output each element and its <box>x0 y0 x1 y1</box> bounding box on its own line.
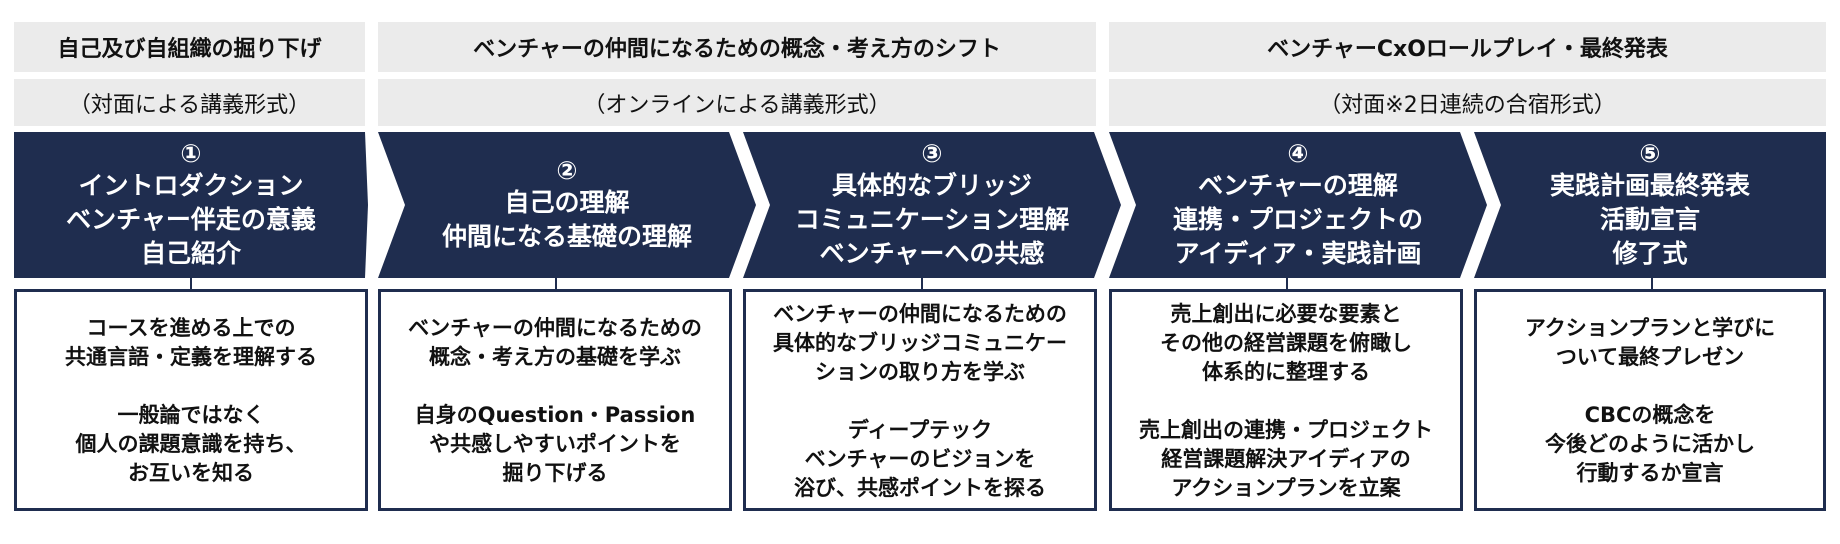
step-5-line-1: 実践計画最終発表 <box>1549 171 1750 200</box>
desc-text: 個人の課題意識を持ち、 <box>75 432 307 456</box>
desc-text: や共感しやすいポイントを <box>429 432 681 456</box>
step-4-description: 売上創出に必要な要素と その他の経営課題を俯瞰し 体系的に整理する 売上創出の連… <box>1109 289 1463 511</box>
connector-4 <box>1286 278 1288 289</box>
step-4-line-1: ベンチャーの理解 <box>1198 171 1398 200</box>
desc-text: 浴び、共感ポイントを探る <box>794 476 1046 500</box>
step-1-box: ① イントロダクション ベンチャー伴走の意義 自己紹介 <box>14 132 368 278</box>
connector-5 <box>1651 278 1653 289</box>
desc-text: 売上創出の連携・プロジェクト <box>1139 418 1433 442</box>
step-5-line-2: 活動宣言 <box>1599 205 1700 234</box>
step-4-line-2: 連携・プロジェクトの <box>1172 205 1423 234</box>
desc-text: CBCの概念を <box>1584 403 1716 427</box>
connector-3 <box>921 278 923 289</box>
step-2-box: ② 自己の理解 仲間になる基礎の理解 <box>378 132 756 278</box>
step-3-line-2: コミュニケーション理解 <box>794 205 1070 234</box>
desc-text: アクションプランと学びに <box>1524 316 1776 340</box>
step-1-description: コースを進める上での 共通言語・定義を理解する 一般論ではなく 個人の課題意識を… <box>14 289 368 511</box>
step-5-box: ⑤ 実践計画最終発表 活動宣言 修了式 <box>1474 132 1826 278</box>
phase-2-format: （オンラインによる講義形式） <box>378 79 1096 126</box>
phase-2-title: ベンチャーの仲間になるための概念・考え方のシフト <box>378 22 1096 72</box>
step-1-line-2: ベンチャー伴走の意義 <box>66 205 316 234</box>
step-5-line-3: 修了式 <box>1612 239 1688 268</box>
desc-text: 売上創出に必要な要素と <box>1170 302 1402 326</box>
desc-text: ベンチャーのビジョンを <box>804 447 1036 471</box>
desc-text: 概念・考え方の基礎を学ぶ <box>429 345 681 369</box>
step-5-number: ⑤ <box>1639 139 1661 168</box>
desc-text: 一般論ではなく <box>117 403 265 427</box>
phase-3-title: ベンチャーCxOロールプレイ・最終発表 <box>1109 22 1826 72</box>
desc-text: コースを進める上での <box>86 316 296 340</box>
desc-text: その他の経営課題を俯瞰し <box>1160 331 1412 355</box>
step-3-description: ベンチャーの仲間になるための 具体的なブリッジコミュニケー ションの取り方を学ぶ… <box>743 289 1097 511</box>
step-1-number: ① <box>180 139 202 168</box>
step-4-box: ④ ベンチャーの理解 連携・プロジェクトの アイディア・実践計画 <box>1109 132 1487 278</box>
desc-text: 今後どのように活かし <box>1545 432 1755 456</box>
step-1-line-1: イントロダクション <box>78 171 304 200</box>
phase-3-format: （対面※2日連続の合宿形式） <box>1109 79 1826 126</box>
step-3-line-1: 具体的なブリッジ <box>831 171 1032 200</box>
connector-2 <box>555 278 557 289</box>
desc-text: 自身のQuestion・Passion <box>414 403 696 427</box>
phase-1-format: （対面による講義形式） <box>14 79 365 126</box>
step-4-number: ④ <box>1287 139 1309 168</box>
desc-text: 行動するか宣言 <box>1576 461 1724 485</box>
desc-text: ションの取り方を学ぶ <box>815 360 1025 384</box>
desc-text: 具体的なブリッジコミュニケー <box>773 331 1067 355</box>
step-2-description: ベンチャーの仲間になるための 概念・考え方の基礎を学ぶ 自身のQuestion・… <box>378 289 732 511</box>
desc-text: 共通言語・定義を理解する <box>65 345 317 369</box>
desc-text: ついて最終プレゼン <box>1555 345 1745 369</box>
desc-text: ディープテック <box>847 418 993 442</box>
desc-text: ベンチャーの仲間になるための <box>773 302 1067 326</box>
desc-text: ベンチャーの仲間になるための <box>408 316 702 340</box>
desc-text: アクションプランを立案 <box>1171 476 1401 500</box>
step-2-line-2: 仲間になる基礎の理解 <box>441 222 692 251</box>
desc-text: お互いを知る <box>128 461 254 485</box>
step-5-description: アクションプランと学びに ついて最終プレゼン CBCの概念を 今後どのように活か… <box>1474 289 1826 511</box>
step-4-line-3: アイディア・実践計画 <box>1174 239 1422 268</box>
desc-text: 掘り下げる <box>502 461 608 485</box>
step-3-box: ③ 具体的なブリッジ コミュニケーション理解 ベンチャーへの共感 <box>743 132 1121 278</box>
phase-1-title: 自己及び自組織の掘り下げ <box>14 22 365 72</box>
desc-text: 体系的に整理する <box>1202 360 1370 384</box>
connector-1 <box>190 278 192 289</box>
desc-text: 経営課題解決アイディアの <box>1161 447 1411 471</box>
step-1-line-3: 自己紹介 <box>140 239 241 268</box>
step-2-number: ② <box>556 156 578 185</box>
step-2-line-1: 自己の理解 <box>504 188 630 217</box>
step-3-line-3: ベンチャーへの共感 <box>819 239 1045 268</box>
step-3-number: ③ <box>921 139 943 168</box>
